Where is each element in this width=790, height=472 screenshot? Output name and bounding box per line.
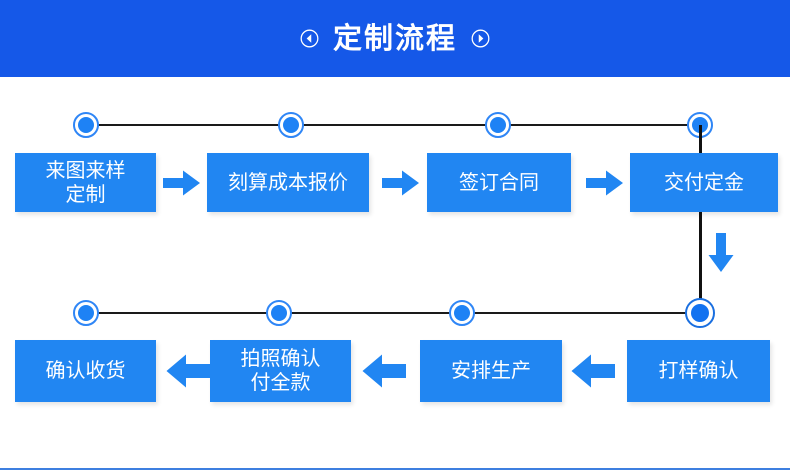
vertical-connector-line	[699, 125, 702, 315]
flow-step-label-6: 安排生产	[451, 358, 531, 383]
arrow-left-icon-2	[362, 354, 406, 388]
chevron-right-circle-icon	[471, 29, 490, 48]
flow-step-box-4[interactable]: 交付定金	[630, 153, 778, 212]
page-title: 定制流程	[332, 21, 457, 55]
arrow-right-icon-3	[586, 170, 623, 196]
timeline-node-6	[449, 300, 475, 326]
bottom-divider	[0, 468, 790, 470]
flow-step-box-7[interactable]: 拍照确认 付全款	[210, 340, 351, 402]
flow-step-label-8: 确认收货	[45, 358, 126, 383]
flow-step-box-5[interactable]: 打样确认	[627, 340, 770, 402]
flow-step-box-6[interactable]: 安排生产	[420, 340, 562, 402]
timeline-node-7	[266, 300, 292, 326]
flow-step-label-3: 签订合同	[459, 169, 539, 194]
flow-step-box-8[interactable]: 确认收货	[15, 340, 156, 402]
flow-step-label-1: 来图来样 定制	[45, 157, 126, 206]
arrow-right-icon-1	[163, 170, 200, 196]
arrow-down-icon	[708, 233, 734, 272]
flow-step-box-2[interactable]: 刻算成本报价	[207, 153, 369, 212]
flow-step-label-5: 打样确认	[658, 358, 739, 383]
timeline-node-8	[73, 300, 99, 326]
timeline-rail-row1	[86, 124, 700, 126]
flow-step-label-4: 交付定金	[664, 169, 744, 194]
arrow-left-icon-3	[571, 354, 615, 388]
flow-step-box-1[interactable]: 来图来样 定制	[15, 153, 156, 212]
arrow-right-icon-2	[382, 170, 419, 196]
timeline-node-1	[73, 112, 99, 138]
page-header: 定制流程	[0, 0, 790, 77]
timeline-node-3	[485, 112, 511, 138]
flow-step-box-3[interactable]: 签订合同	[427, 153, 571, 212]
chevron-left-circle-icon	[300, 29, 319, 48]
flow-step-label-7: 拍照确认 付全款	[240, 346, 321, 394]
arrow-left-icon-1	[166, 354, 210, 388]
timeline-node-5	[685, 298, 715, 328]
timeline-rail-row2	[86, 312, 700, 314]
flow-step-label-2: 刻算成本报价	[228, 169, 348, 194]
timeline-node-2	[278, 112, 304, 138]
